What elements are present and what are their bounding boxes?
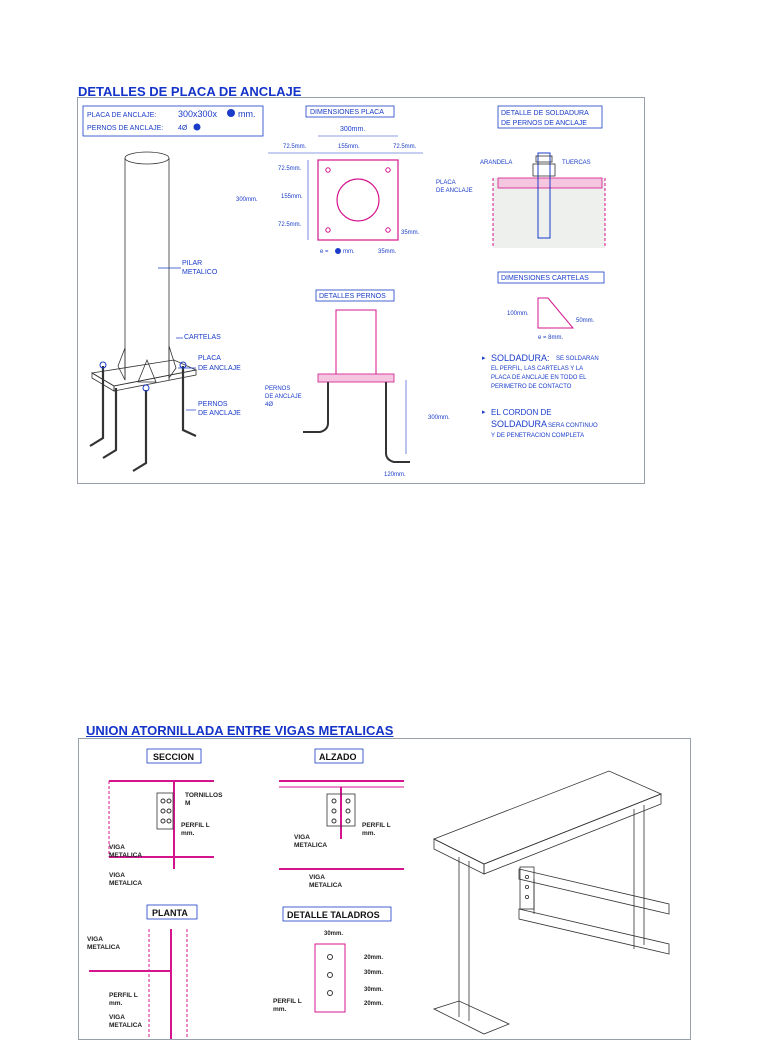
planta-perfil-spec: mm. bbox=[109, 1000, 123, 1007]
seccion-viga2: VIGA bbox=[109, 872, 125, 879]
alzado-perfil: PERFIL L bbox=[362, 822, 391, 829]
taladros-perfil: PERFIL L bbox=[273, 998, 302, 1005]
label-pilar: PILAR bbox=[182, 260, 202, 267]
cartelas-w: 50mm. bbox=[576, 318, 595, 324]
planta-metalica2: METALICA bbox=[109, 1022, 142, 1029]
cartelas-heading: DIMENSIONES CARTELAS bbox=[501, 275, 589, 282]
taladros-top: 30mm. bbox=[324, 931, 343, 937]
sheet2-title: UNION ATORNILLADA ENTRE VIGAS METALICAS bbox=[86, 723, 394, 738]
bolted-joint-drawing: SECCION TORNILLOS M PERFIL L mm. VIGA ME… bbox=[87, 748, 670, 1039]
dim-placa-top-mid: 155mm. bbox=[338, 144, 360, 150]
taladros-d3: 30mm. bbox=[364, 987, 383, 993]
label-pernos-de-anclaje: DE ANCLAJE bbox=[198, 410, 241, 417]
taladros-d4: 20mm. bbox=[364, 1001, 383, 1007]
cartelas-h: 100mm. bbox=[507, 311, 529, 317]
seccion-heading: SECCION bbox=[153, 752, 194, 762]
legend-line2-label: PERNOS DE ANCLAJE: bbox=[87, 125, 163, 132]
dim-placa-width: 300mm. bbox=[340, 126, 365, 133]
note2-d: Y DE PENETRACION COMPLETA bbox=[491, 433, 584, 439]
note1-c: EL PERFIL, LAS CARTELAS Y LA bbox=[491, 366, 583, 372]
dim-placa-side-bot: 72.5mm. bbox=[278, 222, 302, 228]
note2-c: SERA CONTINUO bbox=[548, 423, 598, 429]
alzado-perfil-spec: mm. bbox=[362, 830, 376, 837]
dim-placa-corner: 35mm. bbox=[401, 230, 420, 236]
planta-heading: PLANTA bbox=[152, 908, 188, 918]
seccion-metalica2: METALICA bbox=[109, 880, 142, 887]
anchor-plate-drawing: PLACA DE ANCLAJE: 300x300x mm. PERNOS DE… bbox=[82, 105, 606, 478]
soldadura-arandela: ARANDELA bbox=[480, 160, 512, 166]
pernos-length: 300mm. bbox=[428, 415, 450, 421]
seccion-viga1: VIGA bbox=[109, 844, 125, 851]
label-pernos: PERNOS bbox=[198, 401, 228, 408]
label-placa: PLACA bbox=[198, 355, 221, 362]
soldadura-de-anclaje: DE ANCLAJE bbox=[436, 188, 473, 194]
taladros-heading: DETALLE TALADROS bbox=[287, 910, 380, 920]
legend-line2-value: 4Ø bbox=[178, 125, 188, 132]
soldadura-heading2: DE PERNOS DE ANCLAJE bbox=[501, 120, 587, 127]
soldadura-tuercas: TUERCAS bbox=[562, 160, 591, 166]
planta-viga2: VIGA bbox=[109, 1014, 125, 1021]
sheet1-title: DETALLES DE PLACA DE ANCLAJE bbox=[78, 84, 302, 99]
note2-b: SOLDADURA bbox=[491, 419, 547, 429]
dim-placa-bot-corner: 35mm. bbox=[378, 249, 397, 255]
seccion-tornillos-spec: M bbox=[185, 800, 190, 807]
label-cartelas: CARTELAS bbox=[184, 334, 221, 341]
alzado-metalica1: METALICA bbox=[294, 842, 327, 849]
seccion-tornillos: TORNILLOS bbox=[185, 792, 223, 799]
label-metalico: METALICO bbox=[182, 269, 218, 276]
svg-text:▸: ▸ bbox=[482, 355, 486, 362]
dim-placa-heading: DIMENSIONES PLACA bbox=[310, 109, 384, 116]
dim-placa-top-right: 72.5mm. bbox=[393, 144, 417, 150]
note1-a: SOLDADURA: bbox=[491, 353, 550, 363]
dim-placa-thickness: e = bbox=[320, 249, 329, 255]
planta-viga: VIGA bbox=[87, 936, 103, 943]
anchor-plate-panel: PLACA DE ANCLAJE: 300x300x mm. PERNOS DE… bbox=[77, 97, 645, 484]
dim-placa-height: 300mm. bbox=[236, 197, 258, 203]
pernos-label-1: PERNOS bbox=[265, 386, 290, 392]
note1-e: PERIMETRO DE CONTACTO bbox=[491, 384, 572, 390]
legend-line1-value: 300x300x bbox=[178, 109, 218, 119]
pernos-heading: DETALLES PERNOS bbox=[319, 293, 386, 300]
planta-perfil: PERFIL L bbox=[109, 992, 138, 999]
svg-text:▸: ▸ bbox=[482, 409, 486, 416]
alzado-viga2: VIGA bbox=[309, 874, 325, 881]
pernos-label-3: 4Ø bbox=[265, 402, 273, 408]
planta-metalica: METALICA bbox=[87, 944, 120, 951]
soldadura-placa: PLACA bbox=[436, 180, 456, 186]
seccion-perfil-spec: mm. bbox=[181, 830, 195, 837]
taladros-d2: 30mm. bbox=[364, 970, 383, 976]
seccion-perfil: PERFIL L bbox=[181, 822, 210, 829]
taladros-perfil-spec: mm. bbox=[273, 1006, 287, 1013]
pernos-label-2: DE ANCLAJE bbox=[265, 394, 302, 400]
soldadura-heading1: DETALLE DE SOLDADURA bbox=[501, 110, 589, 117]
note1-b: SE SOLDARAN bbox=[556, 356, 599, 362]
dim-placa-top-left: 72.5mm. bbox=[283, 144, 307, 150]
dim-placa-thickness-unit: mm. bbox=[343, 249, 355, 255]
pernos-hook: 120mm. bbox=[384, 472, 406, 478]
note1-d: PLACA DE ANCLAJE EN TODO EL bbox=[491, 375, 587, 381]
dim-placa-side-top: 72.5mm. bbox=[278, 166, 302, 172]
cartelas-e: e = 8mm. bbox=[538, 335, 564, 341]
alzado-heading: ALZADO bbox=[319, 752, 357, 762]
legend-line1-label: PLACA DE ANCLAJE: bbox=[87, 112, 156, 119]
dim-placa-side-mid: 155mm. bbox=[281, 194, 303, 200]
alzado-metalica2: METALICA bbox=[309, 882, 342, 889]
legend-line1-unit: mm. bbox=[238, 109, 256, 119]
label-de-anclaje: DE ANCLAJE bbox=[198, 365, 241, 372]
isometric-beam-joint bbox=[432, 770, 670, 1035]
seccion-metalica1: METALICA bbox=[109, 852, 142, 859]
bolted-joint-panel: SECCION TORNILLOS M PERFIL L mm. VIGA ME… bbox=[78, 738, 691, 1040]
alzado-viga1: VIGA bbox=[294, 834, 310, 841]
note2-a: EL CORDON DE bbox=[491, 408, 552, 417]
taladros-d1: 20mm. bbox=[364, 955, 383, 961]
